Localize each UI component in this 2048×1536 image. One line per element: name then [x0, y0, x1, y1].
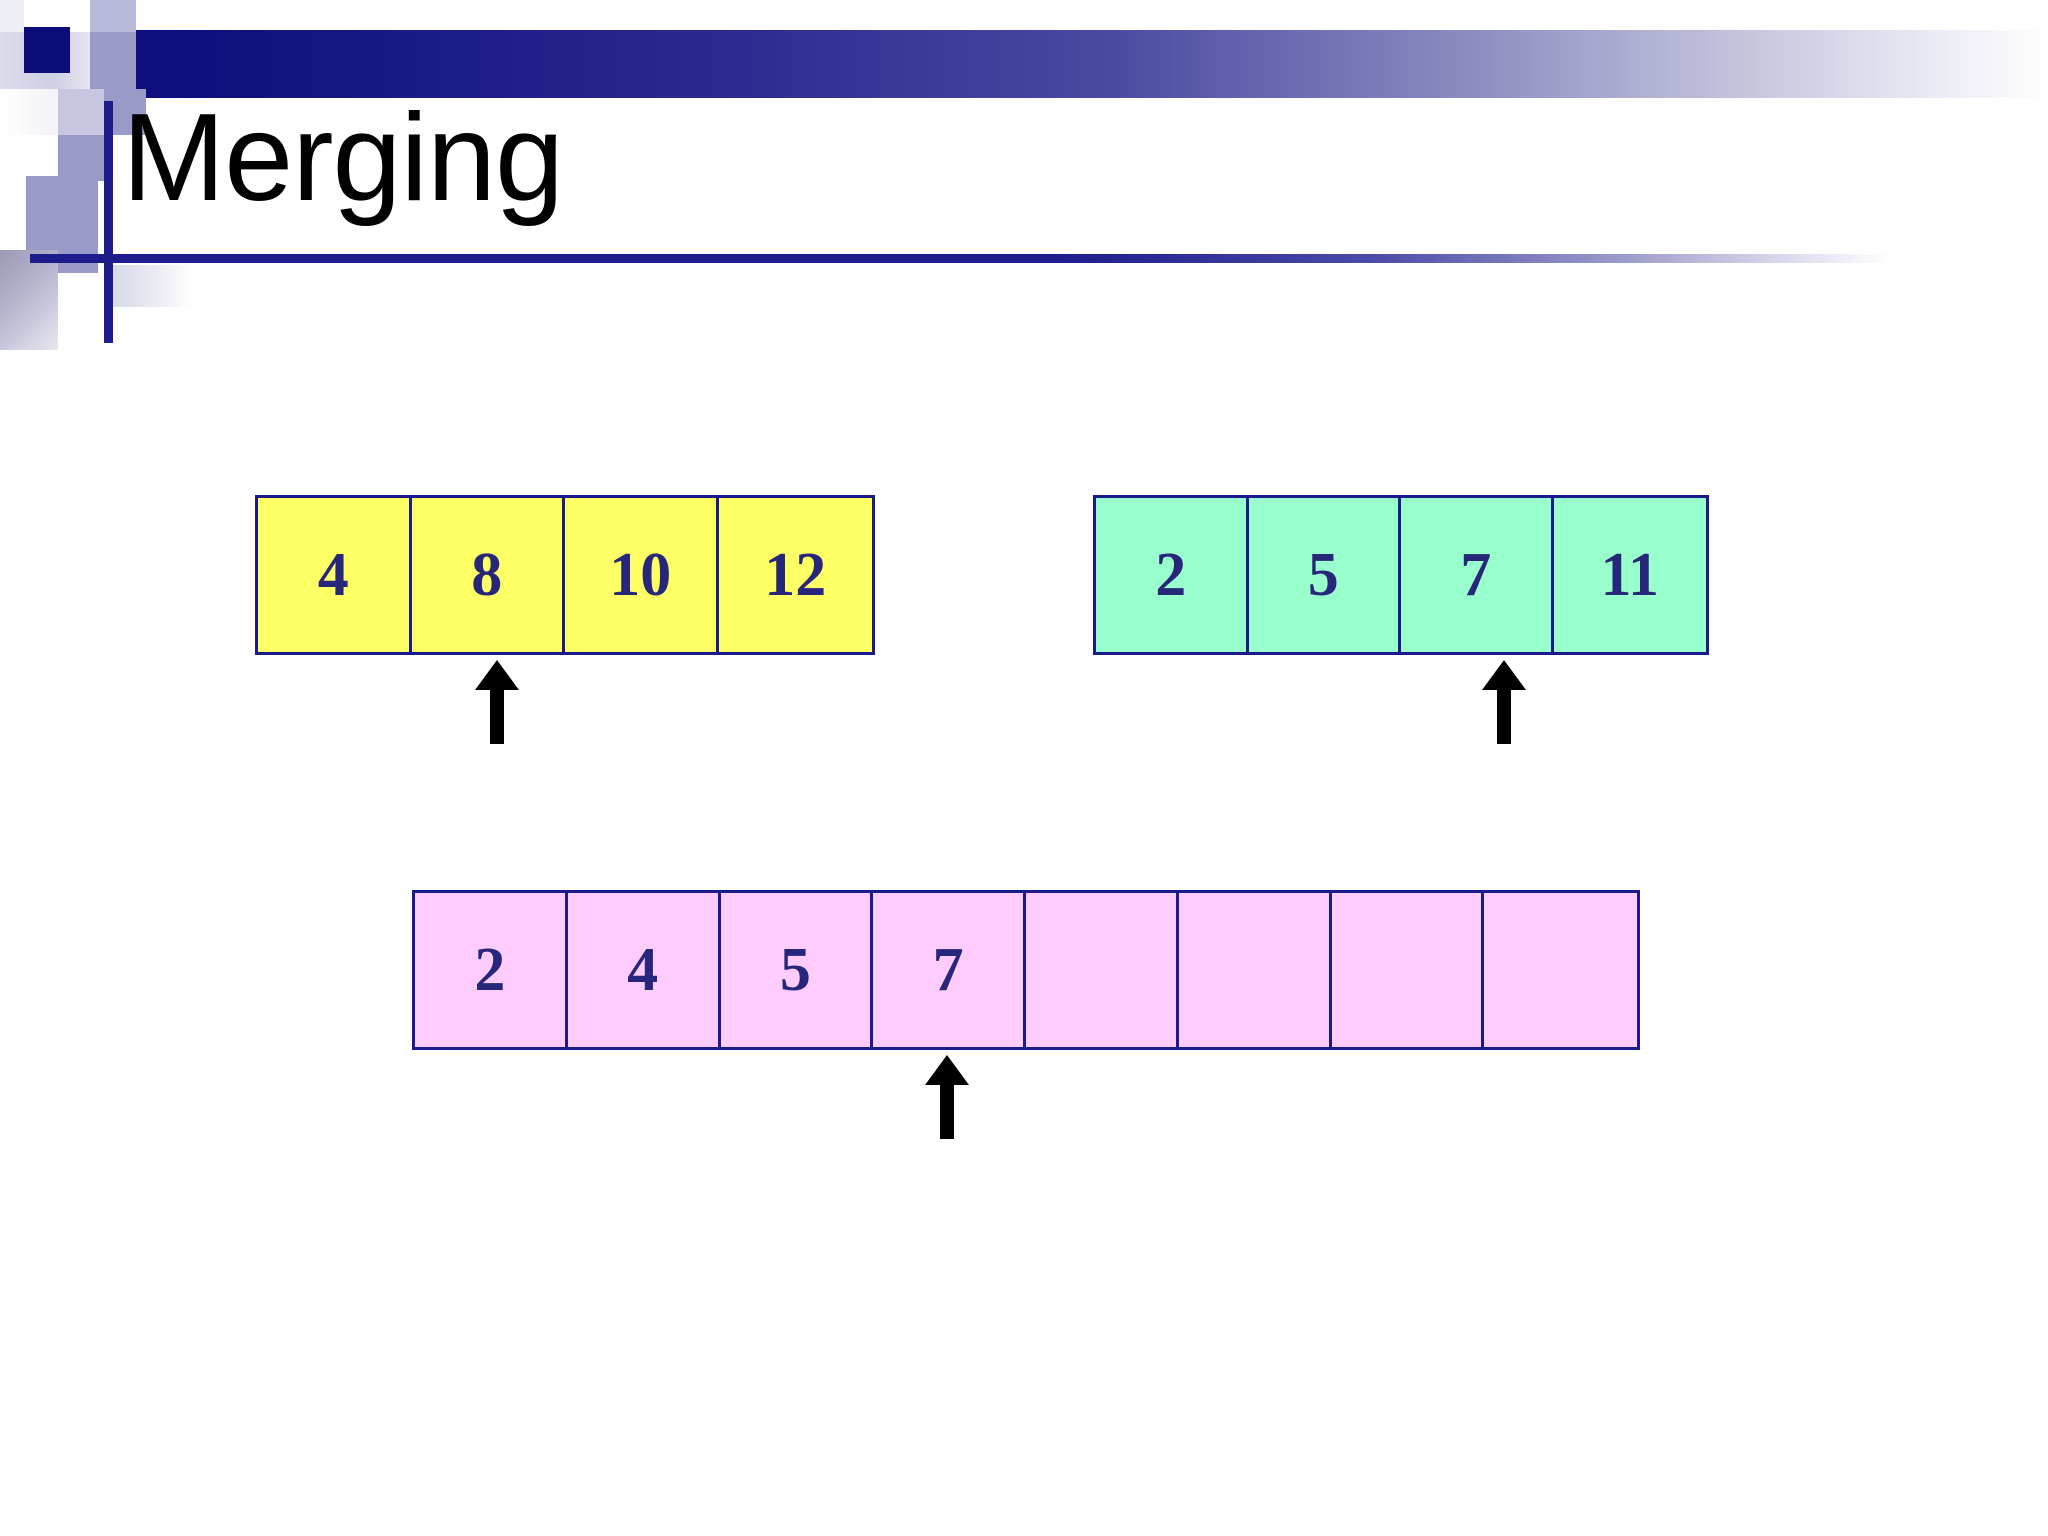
array-cell: 7 [1401, 498, 1554, 652]
left-source-array: 4 8 10 12 [255, 495, 875, 655]
array-cell [1179, 893, 1332, 1047]
decor-square-navy [24, 27, 70, 73]
array-cell: 11 [1600, 540, 1660, 609]
arrow-shaft [1497, 686, 1511, 744]
arrow-head [1482, 660, 1526, 690]
arrow-head [925, 1055, 969, 1085]
decor-square-pale-top [90, 0, 136, 32]
title-vertical-rule [104, 101, 113, 343]
array-cell: 2 [1096, 498, 1249, 652]
title-horizontal-rule [30, 254, 1890, 263]
decor-square-faint-topleft [0, 0, 24, 32]
array-cell [1332, 893, 1485, 1047]
header-gradient-band [100, 30, 2048, 98]
array-cell: 2 [415, 893, 568, 1047]
array-cell [1026, 893, 1179, 1047]
decor-square-medium-a [90, 32, 136, 89]
array-cell: 10 [565, 498, 719, 652]
page-title: Merging [122, 89, 564, 227]
array-cell: 5 [1249, 498, 1401, 652]
decor-square-faint-row2 [0, 89, 58, 135]
right-source-array: 2 5 7 11 [1093, 495, 1709, 655]
merged-result-array: 2 4 5 7 [412, 890, 1640, 1050]
arrow-shaft [940, 1081, 954, 1139]
array-cell [1484, 893, 1637, 1047]
decor-block-faint-under [112, 265, 190, 307]
array-cell: 8 [412, 498, 565, 652]
decor-square-light-c [58, 89, 104, 135]
array-cell: 5 [721, 893, 874, 1047]
array-cell: 4 [568, 893, 721, 1047]
array-cell: 4 [258, 498, 412, 652]
array-cell: 7 [873, 893, 1026, 1047]
arrow-head [475, 660, 519, 690]
decor-square-medium-e [58, 135, 104, 181]
array-cell: 12 [764, 540, 827, 609]
decor-block-grey-gradient [0, 250, 58, 350]
arrow-shaft [490, 686, 504, 744]
